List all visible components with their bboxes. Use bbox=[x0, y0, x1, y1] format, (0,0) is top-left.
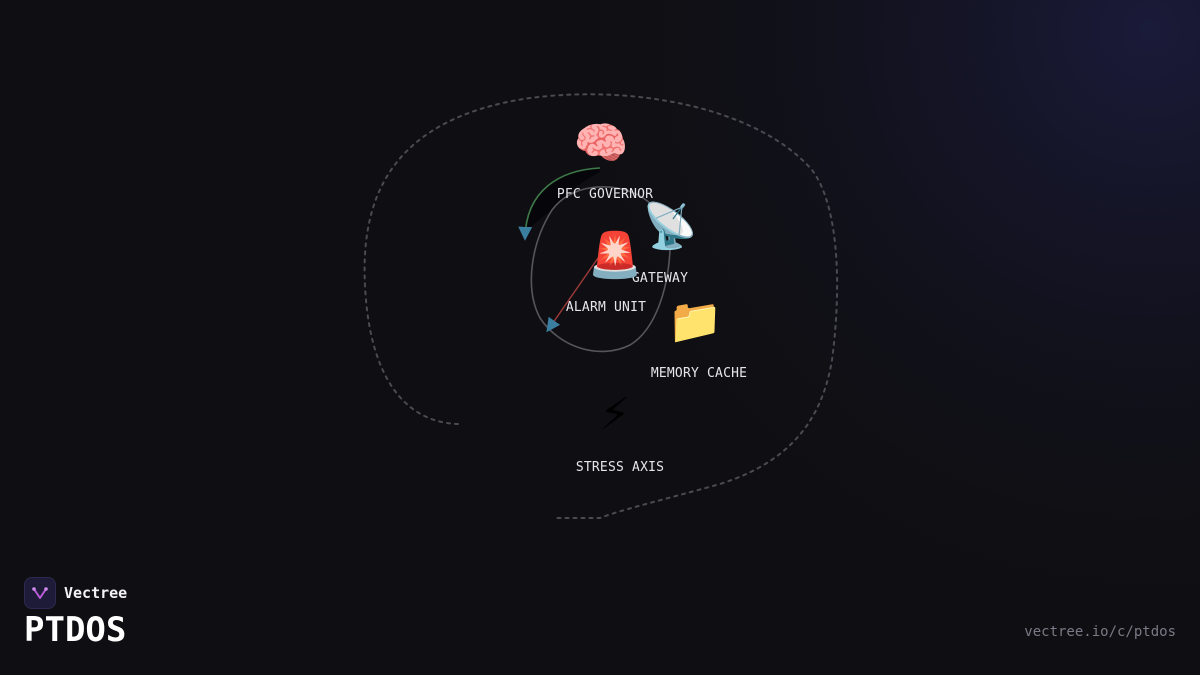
node-label-stress-axis: STRESS AXIS bbox=[575, 460, 665, 475]
footer-url[interactable]: vectree.io/c/ptdos bbox=[1024, 624, 1176, 640]
brand: Vectree bbox=[24, 577, 127, 609]
node-label-pfc-governor: PFC GOVERNOR bbox=[556, 187, 654, 202]
brain-icon: 🧠 bbox=[573, 118, 629, 169]
outer-dashed-loop bbox=[363, 93, 839, 519]
edge-pfc-loop bbox=[518, 167, 601, 241]
project-title: PTDOS bbox=[24, 610, 127, 650]
siren-icon: 🚨 bbox=[587, 230, 643, 281]
edge-alarm bbox=[546, 257, 599, 333]
node-label-memory-cache: MEMORY CACHE bbox=[650, 366, 748, 381]
folder-icon: 📁 bbox=[667, 296, 723, 347]
vectree-logo-icon bbox=[24, 577, 56, 609]
node-label-gateway: GATEWAY bbox=[631, 271, 689, 286]
node-label-alarm-unit: ALARM UNIT bbox=[565, 300, 647, 315]
edge-gateway-loop bbox=[530, 186, 671, 353]
satellite-dish-icon: 📡 bbox=[642, 201, 698, 252]
lightning-icon: ⚡ bbox=[599, 389, 631, 440]
wedge-fill bbox=[525, 168, 600, 232]
brand-name: Vectree bbox=[64, 584, 128, 602]
